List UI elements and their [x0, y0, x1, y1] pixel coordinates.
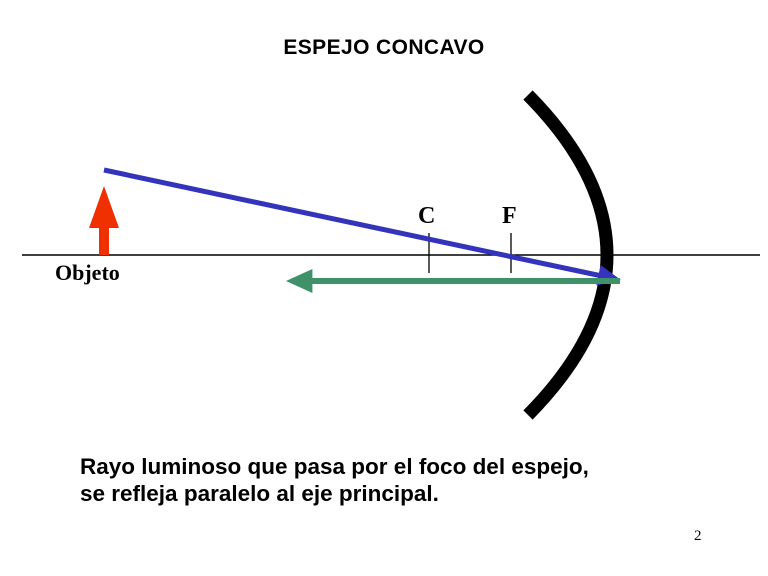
- label-focus: F: [502, 203, 517, 229]
- caption-line-1: Rayo luminoso que pasa por el foco del e…: [80, 454, 589, 479]
- up-arrow-icon: [89, 186, 119, 255]
- concave-mirror-arc-icon: [523, 90, 614, 420]
- blue-ray-arrow-icon: [103, 167, 621, 286]
- label-center-of-curvature: C: [418, 203, 436, 229]
- caption-line-2: se refleja paralelo al eje principal.: [80, 481, 439, 506]
- caption-text: Rayo luminoso que pasa por el foco del e…: [80, 453, 700, 507]
- page-title: ESPEJO CONCAVO: [283, 36, 485, 59]
- label-object: Objeto: [55, 260, 120, 285]
- page-number: 2: [694, 528, 702, 544]
